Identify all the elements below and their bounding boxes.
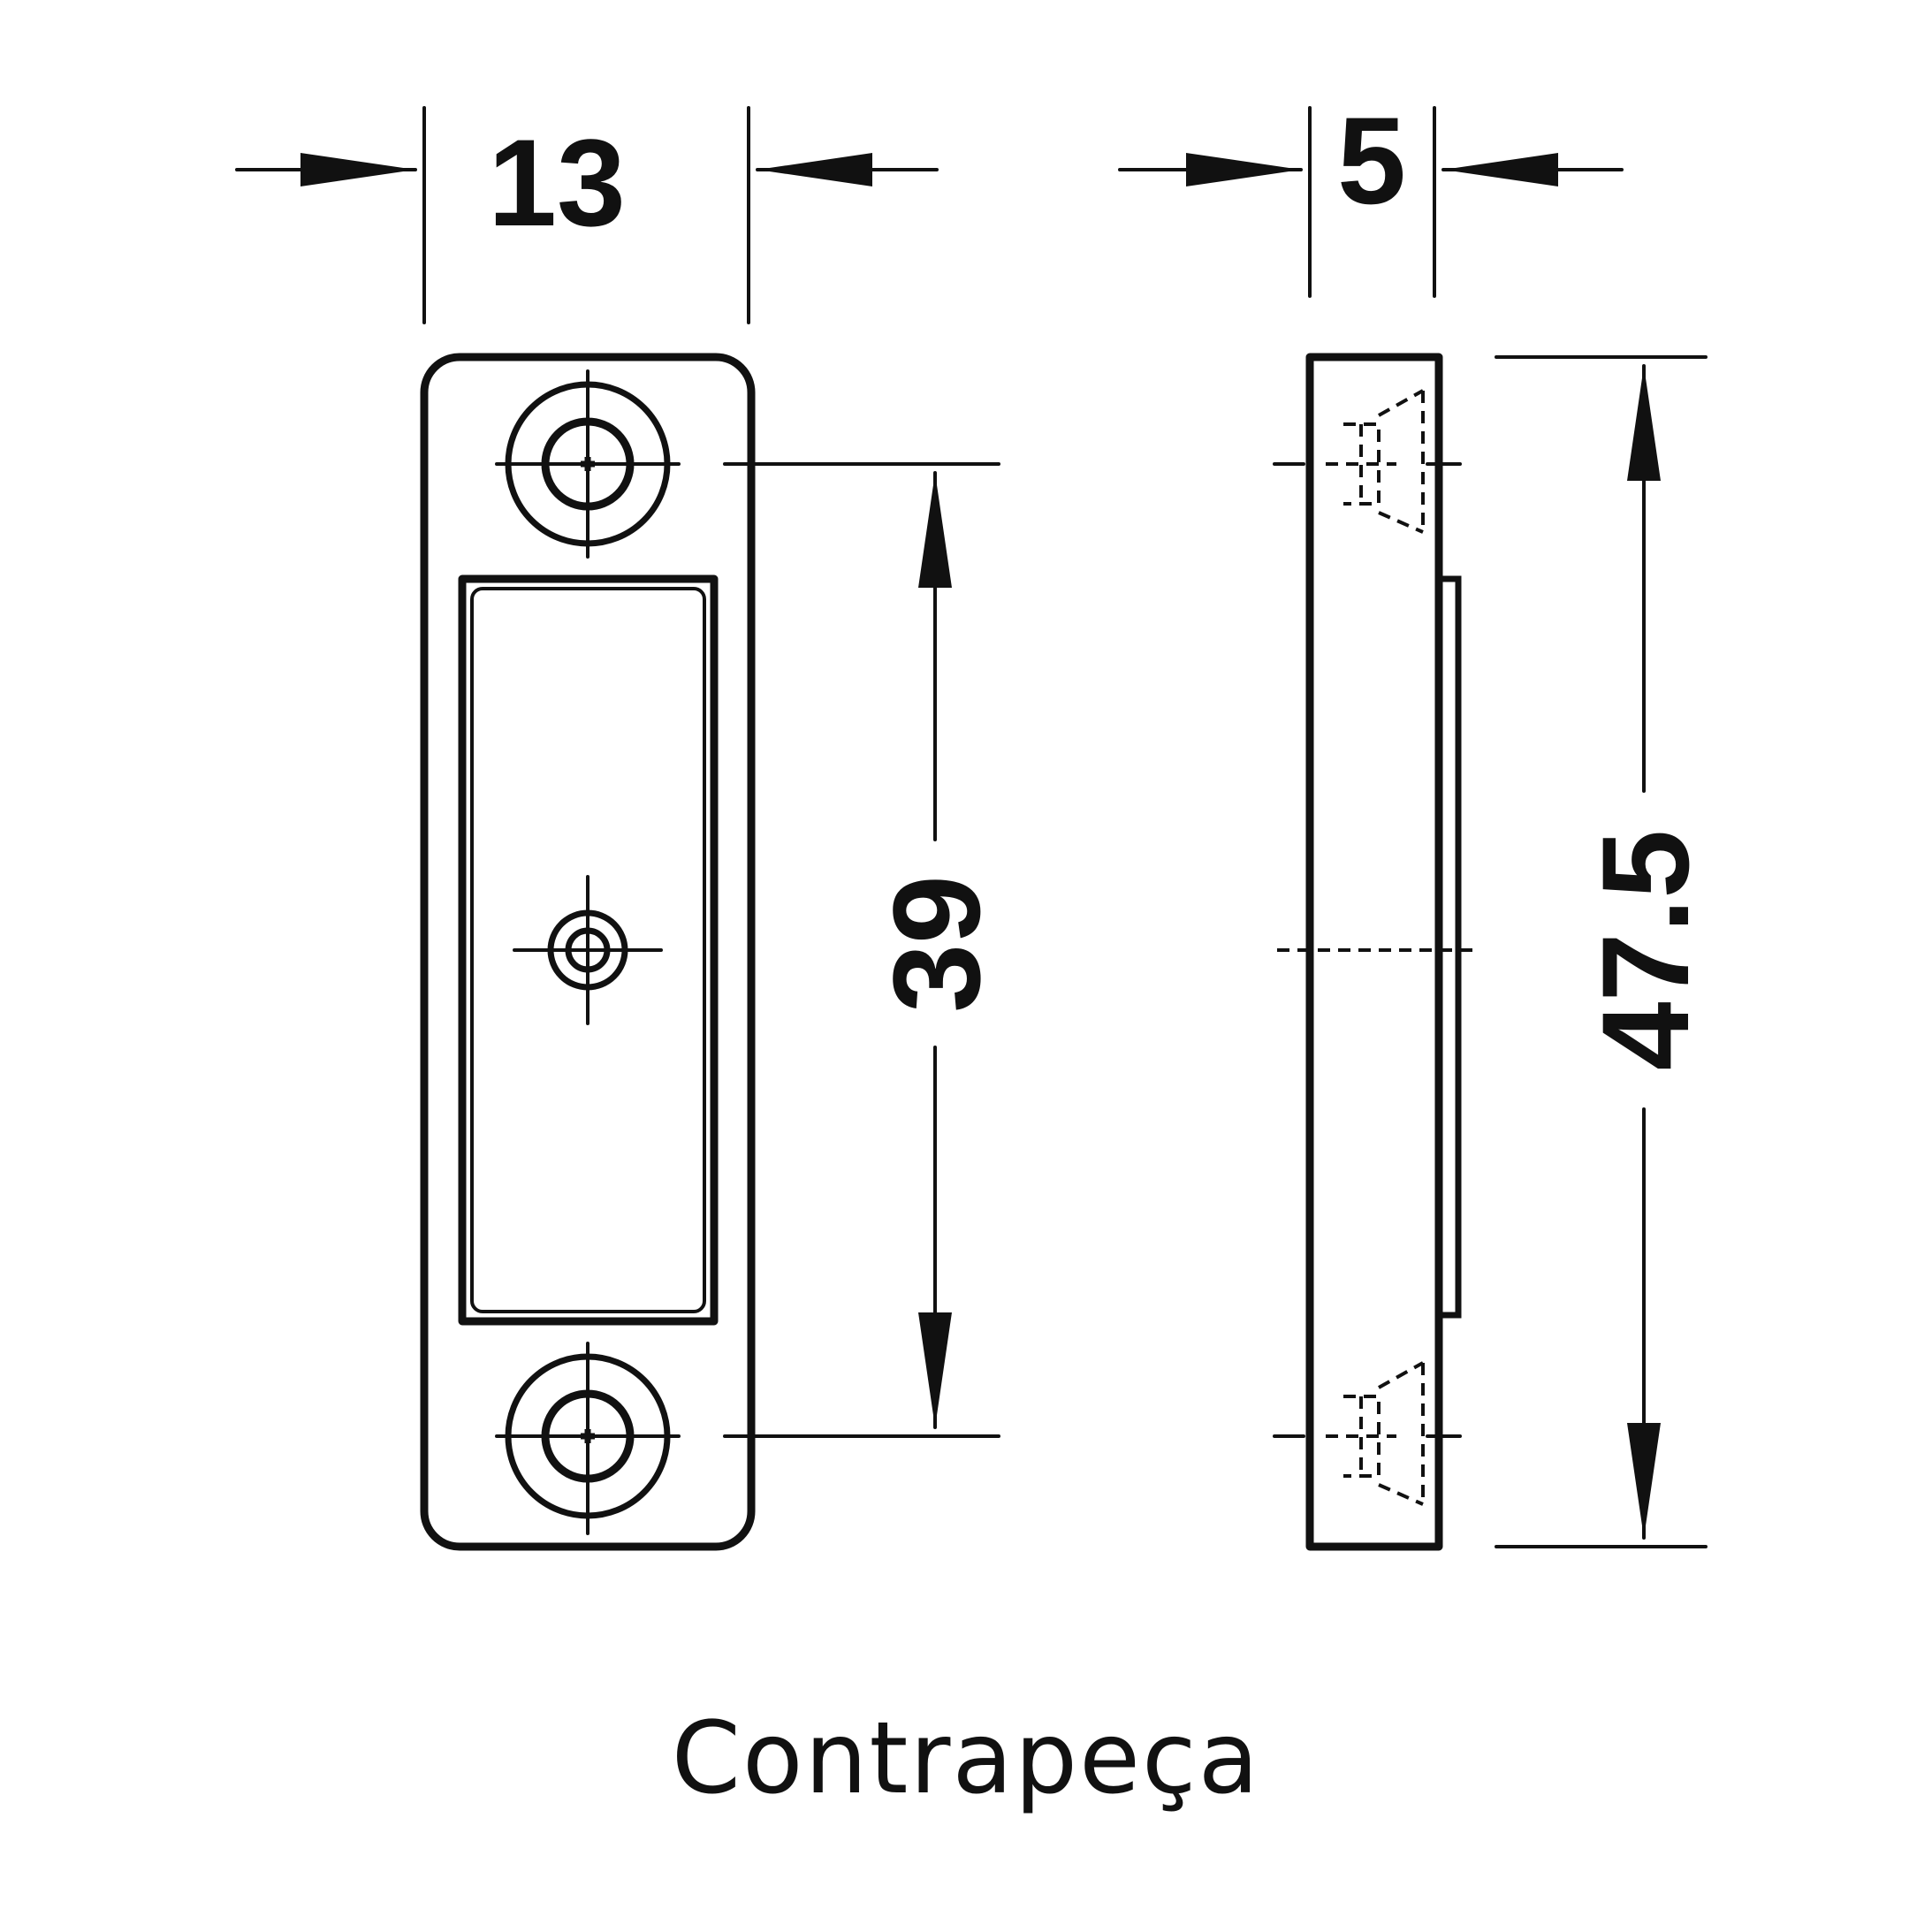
side-view xyxy=(1273,353,1480,1551)
bottom-hidden-countersink xyxy=(1273,1361,1462,1506)
front-view xyxy=(420,353,756,1551)
dimension-hole-spacing: 39 xyxy=(723,462,1006,1438)
dimension-total-height: 47.5 xyxy=(1495,355,1715,1548)
dimension-13-label: 13 xyxy=(488,113,626,252)
dimension-width-front: 13 xyxy=(235,106,939,324)
front-recess-inner xyxy=(470,587,706,1313)
dimension-5-label: 5 xyxy=(1337,91,1406,230)
top-screw-hole xyxy=(495,369,681,559)
top-hidden-countersink xyxy=(1273,389,1462,534)
part-caption: Contrapeça xyxy=(671,1701,1261,1816)
side-magnet-plate xyxy=(1435,575,1462,1319)
dimension-47-5-label: 47.5 xyxy=(1576,830,1715,1070)
front-recess-outer xyxy=(458,574,719,1326)
dimension-39-label: 39 xyxy=(867,875,1006,1013)
dimension-width-side: 5 xyxy=(1118,91,1624,298)
bottom-screw-hole xyxy=(495,1342,681,1535)
front-plate-outline xyxy=(420,353,756,1551)
center-hole xyxy=(513,875,663,1025)
